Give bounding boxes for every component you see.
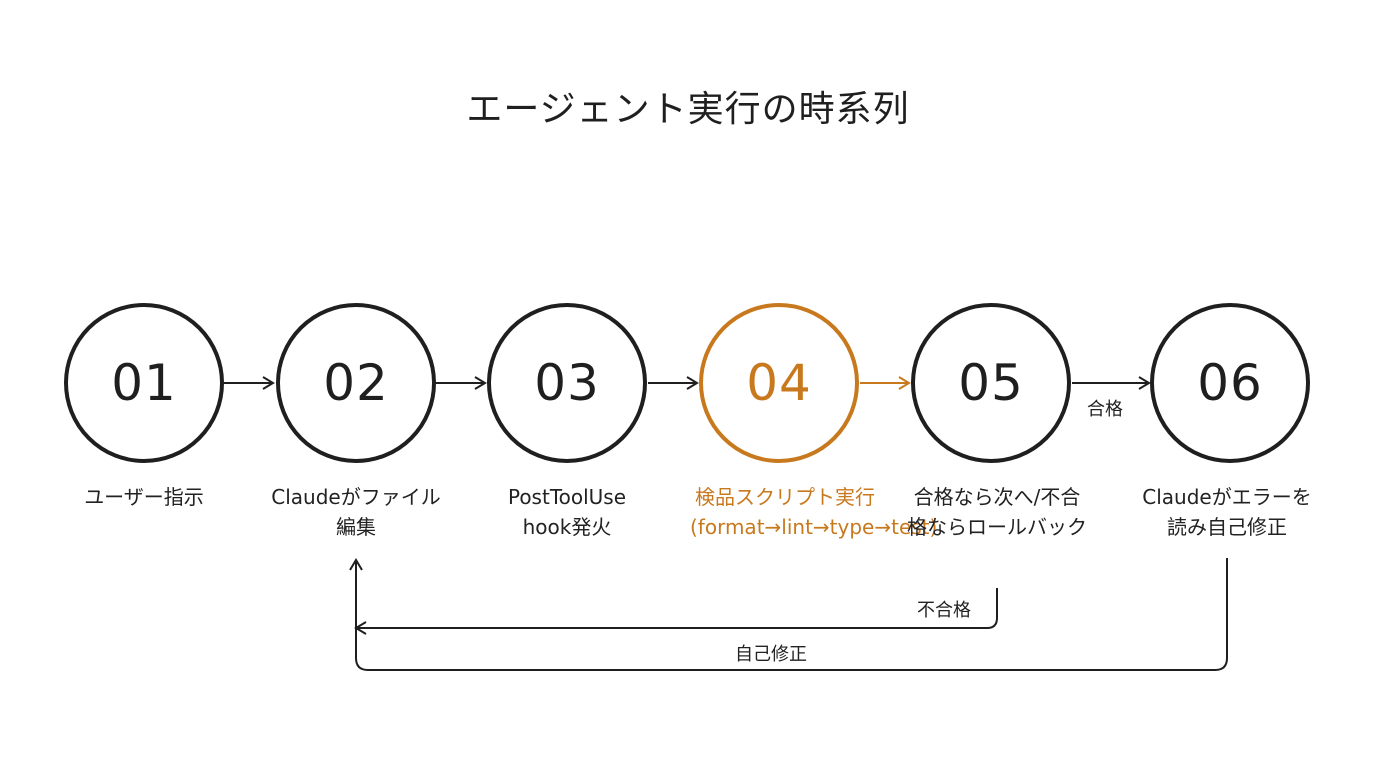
- step-node-04: 04: [699, 303, 859, 463]
- step-label-03: PostToolUse hook発火: [507, 485, 627, 539]
- edge-label-self-fix: 自己修正: [732, 640, 810, 666]
- step-number: 06: [1197, 354, 1263, 412]
- step-number: 05: [958, 354, 1024, 412]
- step-node-06: 06: [1150, 303, 1310, 463]
- edge-label-pass: 合格: [1084, 395, 1126, 421]
- step-number: 02: [323, 354, 389, 412]
- step-label-01: ユーザー指示: [84, 485, 204, 509]
- step-number: 03: [534, 354, 600, 412]
- step-node-03: 03: [487, 303, 647, 463]
- step-label-06: Claudeがエラーを読み自己修正: [1142, 485, 1312, 539]
- step-node-02: 02: [276, 303, 436, 463]
- diagram-title: エージェント実行の時系列: [466, 89, 910, 130]
- step-number: 04: [746, 354, 812, 412]
- step-node-01: 01: [64, 303, 224, 463]
- step-node-05: 05: [911, 303, 1071, 463]
- step-label-02: Claudeがファイル編集: [271, 485, 441, 539]
- arrow-05-fail-to-02: [354, 588, 998, 635]
- step-number: 01: [111, 354, 177, 412]
- edge-label-fail: 不合格: [914, 596, 974, 622]
- step-label-05: 合格なら次へ/不合格ならロールバック: [907, 485, 1087, 539]
- step-label-04: 検品スクリプト実行(format→lint→type→test): [690, 485, 938, 539]
